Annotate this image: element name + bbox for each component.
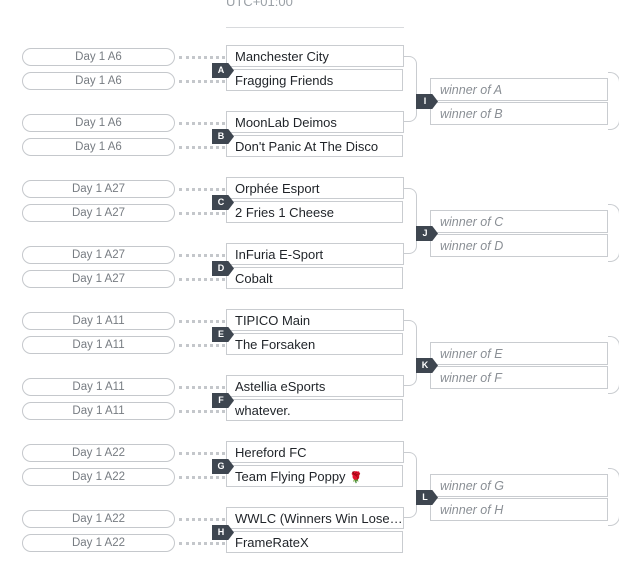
bracket-connector [404,320,417,386]
match-badge-k: K [416,358,438,373]
dotted-connector [179,320,225,323]
dotted-connector [179,542,225,545]
team-slot[interactable]: WWLC (Winners Win Losers Lose Collective… [226,507,404,529]
match-badge-j: J [416,226,438,241]
source-pill: Day 1 A22 [22,444,175,462]
source-pill: Day 1 A11 [22,402,175,420]
team-slot[interactable]: TIPICO Main [226,309,404,331]
dotted-connector [179,476,225,479]
source-pill: Day 1 A27 [22,270,175,288]
dotted-connector [179,254,225,257]
source-pill: Day 1 A6 [22,138,175,156]
team-slot[interactable]: InFuria E-Sport [226,243,404,265]
team-name: Don't Panic At The Disco [235,139,379,154]
match-badge-f: F [212,393,234,408]
winner-slot[interactable]: winner of H [430,498,608,521]
team-slot[interactable]: Fragging Friends [226,69,403,91]
source-pill: Day 1 A6 [22,72,175,90]
team-name: 2 Fries 1 Cheese [235,205,334,220]
timezone-label: UTC+01:00 [226,0,293,9]
winner-slot[interactable]: winner of E [430,342,608,365]
winner-slot[interactable]: winner of D [430,234,608,257]
dotted-connector [179,518,225,521]
match-badge-b: B [212,129,234,144]
match-badge-h: H [212,525,234,540]
team-name: FrameRateX [235,535,309,550]
team-name: Hereford FC [235,445,307,460]
team-slot[interactable]: Cobalt [226,267,403,289]
match-badge-c: C [212,195,234,210]
team-name: MoonLab Deimos [235,115,337,130]
team-name: InFuria E-Sport [235,247,324,262]
team-name: Cobalt [235,271,273,286]
match-badge-i: I [416,94,438,109]
winner-slot[interactable]: winner of F [430,366,608,389]
team-name: Team Flying Poppy [235,469,346,484]
dotted-connector [179,386,225,389]
team-slot[interactable]: Astellia eSports [226,375,404,397]
match-badge-e: E [212,327,234,342]
source-pill: Day 1 A22 [22,510,175,528]
next-round-connector [608,336,619,394]
next-round-connector [608,72,619,130]
team-slot[interactable]: MoonLab Deimos [226,111,404,133]
team-name: The Forsaken [235,337,316,352]
team-slot[interactable]: whatever. [226,399,403,421]
bracket-connector [404,188,417,254]
match-badge-g: G [212,459,234,474]
next-round-connector [608,204,619,262]
team-name: Fragging Friends [235,73,334,88]
dotted-connector [179,410,225,413]
dotted-connector [179,278,225,281]
bracket-connector [404,56,417,122]
source-pill: Day 1 A6 [22,114,175,132]
dotted-connector [179,452,225,455]
team-slot[interactable]: The Forsaken [226,333,403,355]
team-name: WWLC (Winners Win Losers Lose Collective… [235,511,403,526]
winner-slot[interactable]: winner of C [430,210,608,233]
dotted-connector [179,56,225,59]
team-slot[interactable]: Hereford FC [226,441,404,463]
source-pill: Day 1 A22 [22,534,175,552]
source-pill: Day 1 A11 [22,378,175,396]
team-slot[interactable]: FrameRateX [226,531,403,553]
team-slot[interactable]: Don't Panic At The Disco [226,135,403,157]
team-slot[interactable]: Orphée Esport [226,177,404,199]
team-name: Manchester City [235,49,329,64]
next-round-connector [608,468,619,526]
team-slot[interactable]: 2 Fries 1 Cheese [226,201,403,223]
source-pill: Day 1 A11 [22,336,175,354]
winner-slot[interactable]: winner of A [430,78,608,101]
winner-slot[interactable]: winner of B [430,102,608,125]
match-badge-d: D [212,261,234,276]
source-pill: Day 1 A27 [22,204,175,222]
match-badge-a: A [212,63,234,78]
bracket-connector [404,452,417,518]
dotted-connector [179,188,225,191]
source-pill: Day 1 A6 [22,48,175,66]
source-pill: Day 1 A22 [22,468,175,486]
team-name: TIPICO Main [235,313,311,328]
team-name: Astellia eSports [235,379,326,394]
dotted-connector [179,122,225,125]
team-slot[interactable]: Team Flying Poppy 🌹 [226,465,403,487]
dotted-connector [179,212,225,215]
dotted-connector [179,146,225,149]
winner-slot[interactable]: winner of G [430,474,608,497]
dotted-connector [179,344,225,347]
dotted-connector [179,80,225,83]
rose-icon: 🌹 [349,472,363,484]
source-pill: Day 1 A11 [22,312,175,330]
source-pill: Day 1 A27 [22,246,175,264]
header-divider [226,27,404,28]
team-slot[interactable]: Manchester City [226,45,404,67]
team-name: Orphée Esport [235,181,320,196]
source-pill: Day 1 A27 [22,180,175,198]
match-badge-l: L [416,490,438,505]
team-name: whatever. [235,403,291,418]
